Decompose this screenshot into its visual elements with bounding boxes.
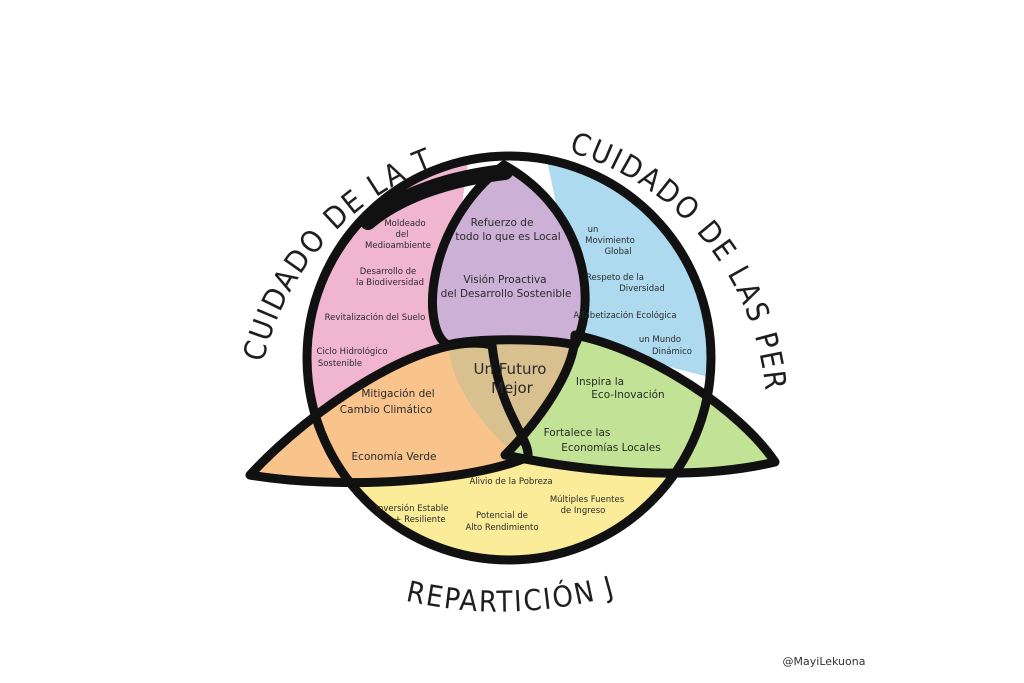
people-item-1a: un [588,225,599,235]
fair-item-3a: Inversión Estable [375,503,448,514]
ep-item-2b: del Desarrollo Sostenible [441,288,572,300]
people-item-1b: Movimiento [585,236,635,246]
earth-item-1c: Medioambiente [365,241,431,251]
ef-item-2: Economía Verde [352,451,437,463]
earth-item-4a: Ciclo Hidrológico [316,346,387,357]
ep-item-1b: todo lo que es Local [455,231,560,243]
zone-center [448,337,575,450]
people-item-4a: un Mundo [639,335,681,345]
earth-people-items: Refuerzo de todo lo que es Local Visión … [441,217,572,300]
earth-fair-items: Mitigación del Cambio Climático Economía… [340,388,437,463]
outer-circle [302,151,716,565]
ef-item-1a: Mitigación del [361,388,434,400]
ef-item-1b: Cambio Climático [340,404,432,416]
earth-item-1a: Moldeado [384,219,425,229]
people-item-2b: Diversidad [619,284,664,294]
center-label: Un Futuro Mejor [474,360,547,397]
fair-item-1: Alivio de la Pobreza [469,477,552,487]
pf-item-1b: Eco-Inovación [591,389,664,401]
people-item-1c: Global [604,247,631,257]
pf-item-2b: Economías Locales [561,442,660,454]
earth-item-4b: Sostenible [318,359,362,369]
earth-item-2b: la Biodiversidad [356,278,424,288]
people-item-2a: Respeto de la [586,273,644,283]
fair-items: Alivio de la Pobreza Múltiples Fuentes d… [375,477,624,533]
people-item-3: Alfabetización Ecológica [573,310,676,321]
bold-stroke [360,164,513,230]
center-line2: Mejor [491,379,534,397]
people-item-4b: Dinámico [652,347,692,357]
fair-item-3b: + Resiliente [394,515,445,525]
outlines [250,151,775,565]
pf-item-1a: Inspira la [576,376,624,388]
center-line1: Un Futuro [474,360,547,378]
fair-item-2b: de Ingreso [561,506,606,516]
pf-item-2a: Fortalece las [544,427,611,439]
people-fair-items: Inspira la Eco-Inovación Fortalece las E… [544,376,665,454]
fair-item-2a: Múltiples Fuentes [550,495,625,505]
ep-item-2a: Visión Proactiva [463,274,546,286]
earth-items: Moldeado del Medioambiente Desarrollo de… [316,219,431,369]
earth-item-3: Revitalización del Suelo [325,312,426,323]
ep-item-1a: Refuerzo de [471,217,534,229]
earth-item-2a: Desarrollo de [360,267,417,277]
fair-item-4a: Potencial de [476,511,528,521]
earth-item-1b: del [396,230,409,240]
author-credit: @MayiLekuona [783,655,866,668]
fair-item-4b: Alto Rendimiento [465,523,538,533]
people-items: un Movimiento Global Respeto de la Diver… [573,225,692,357]
